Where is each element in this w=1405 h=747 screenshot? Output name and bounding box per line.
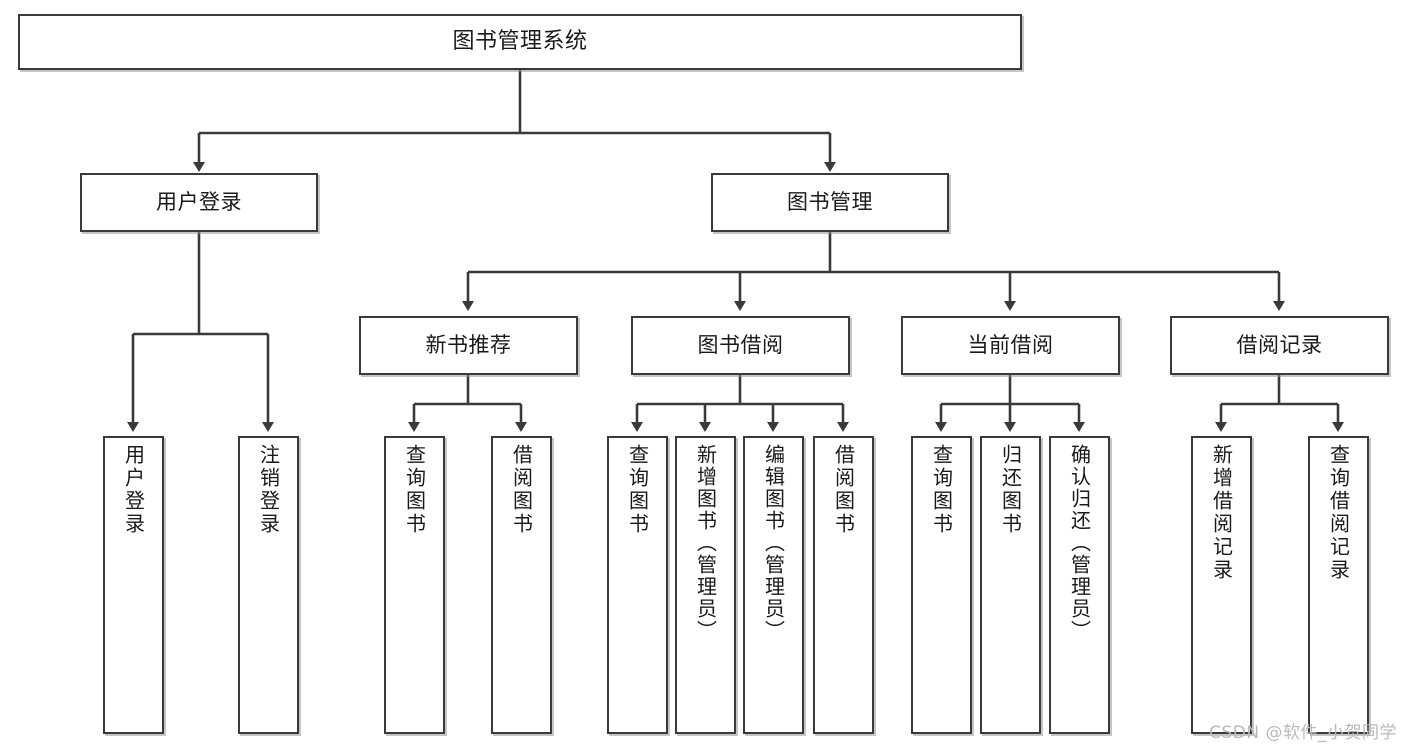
node-borrow-records[interactable]: 借阅记录 <box>1170 316 1389 375</box>
leaf-borrow-add-book-admin[interactable]: 新增图书（管理员） <box>675 436 736 734</box>
leaf-records-add-record[interactable]: 新增借阅记录 <box>1191 436 1252 734</box>
leaf-borrow-query-book[interactable]: 查询图书 <box>607 436 668 734</box>
node-user-login[interactable]: 用户登录 <box>80 173 318 232</box>
node-label: 当前借阅 <box>967 333 1054 358</box>
node-label: 用户登录 <box>156 190 242 215</box>
leaf-user-logout[interactable]: 注销登录 <box>238 436 299 734</box>
leaf-current-return-book[interactable]: 归还图书 <box>980 436 1041 734</box>
node-root-system[interactable]: 图书管理系统 <box>18 14 1022 70</box>
node-label: 查询图书 <box>625 444 650 536</box>
node-label: 查询借阅记录 <box>1326 444 1351 582</box>
node-book-borrow[interactable]: 图书借阅 <box>631 316 850 375</box>
node-label: 用户登录 <box>121 444 146 536</box>
node-current-borrow[interactable]: 当前借阅 <box>901 316 1120 375</box>
leaf-current-query-book[interactable]: 查询图书 <box>911 436 972 734</box>
node-label: 图书管理 <box>787 190 873 215</box>
node-new-book-recommend[interactable]: 新书推荐 <box>359 316 578 375</box>
leaf-records-query-record[interactable]: 查询借阅记录 <box>1308 436 1369 734</box>
leaf-current-confirm-return-admin[interactable]: 确认归还（管理员） <box>1049 436 1110 734</box>
leaf-borrow-edit-book-admin[interactable]: 编辑图书（管理员） <box>743 436 804 734</box>
node-label: 归还图书 <box>998 444 1023 536</box>
node-label: 注销登录 <box>256 444 281 536</box>
node-label: 借阅图书 <box>509 444 534 536</box>
leaf-borrow-borrow-book[interactable]: 借阅图书 <box>813 436 874 734</box>
leaf-recommend-query-book[interactable]: 查询图书 <box>384 436 445 734</box>
leaf-user-login[interactable]: 用户登录 <box>103 436 164 734</box>
node-label: 新书推荐 <box>425 333 512 358</box>
node-label: 查询图书 <box>929 444 954 536</box>
node-label: 图书管理系统 <box>452 29 588 55</box>
node-label: 编辑图书（管理员） <box>761 444 786 642</box>
watermark-text: CSDN @软件_小贺同学 <box>1209 723 1397 743</box>
node-book-management[interactable]: 图书管理 <box>711 173 949 232</box>
leaf-recommend-borrow-book[interactable]: 借阅图书 <box>491 436 552 734</box>
node-label: 借阅图书 <box>831 444 856 536</box>
node-label: 确认归还（管理员） <box>1067 444 1092 642</box>
node-label: 新增借阅记录 <box>1209 444 1234 582</box>
node-label: 借阅记录 <box>1236 333 1323 358</box>
node-label: 新增图书（管理员） <box>693 444 718 642</box>
node-label: 图书借阅 <box>697 333 784 358</box>
node-label: 查询图书 <box>402 444 427 536</box>
